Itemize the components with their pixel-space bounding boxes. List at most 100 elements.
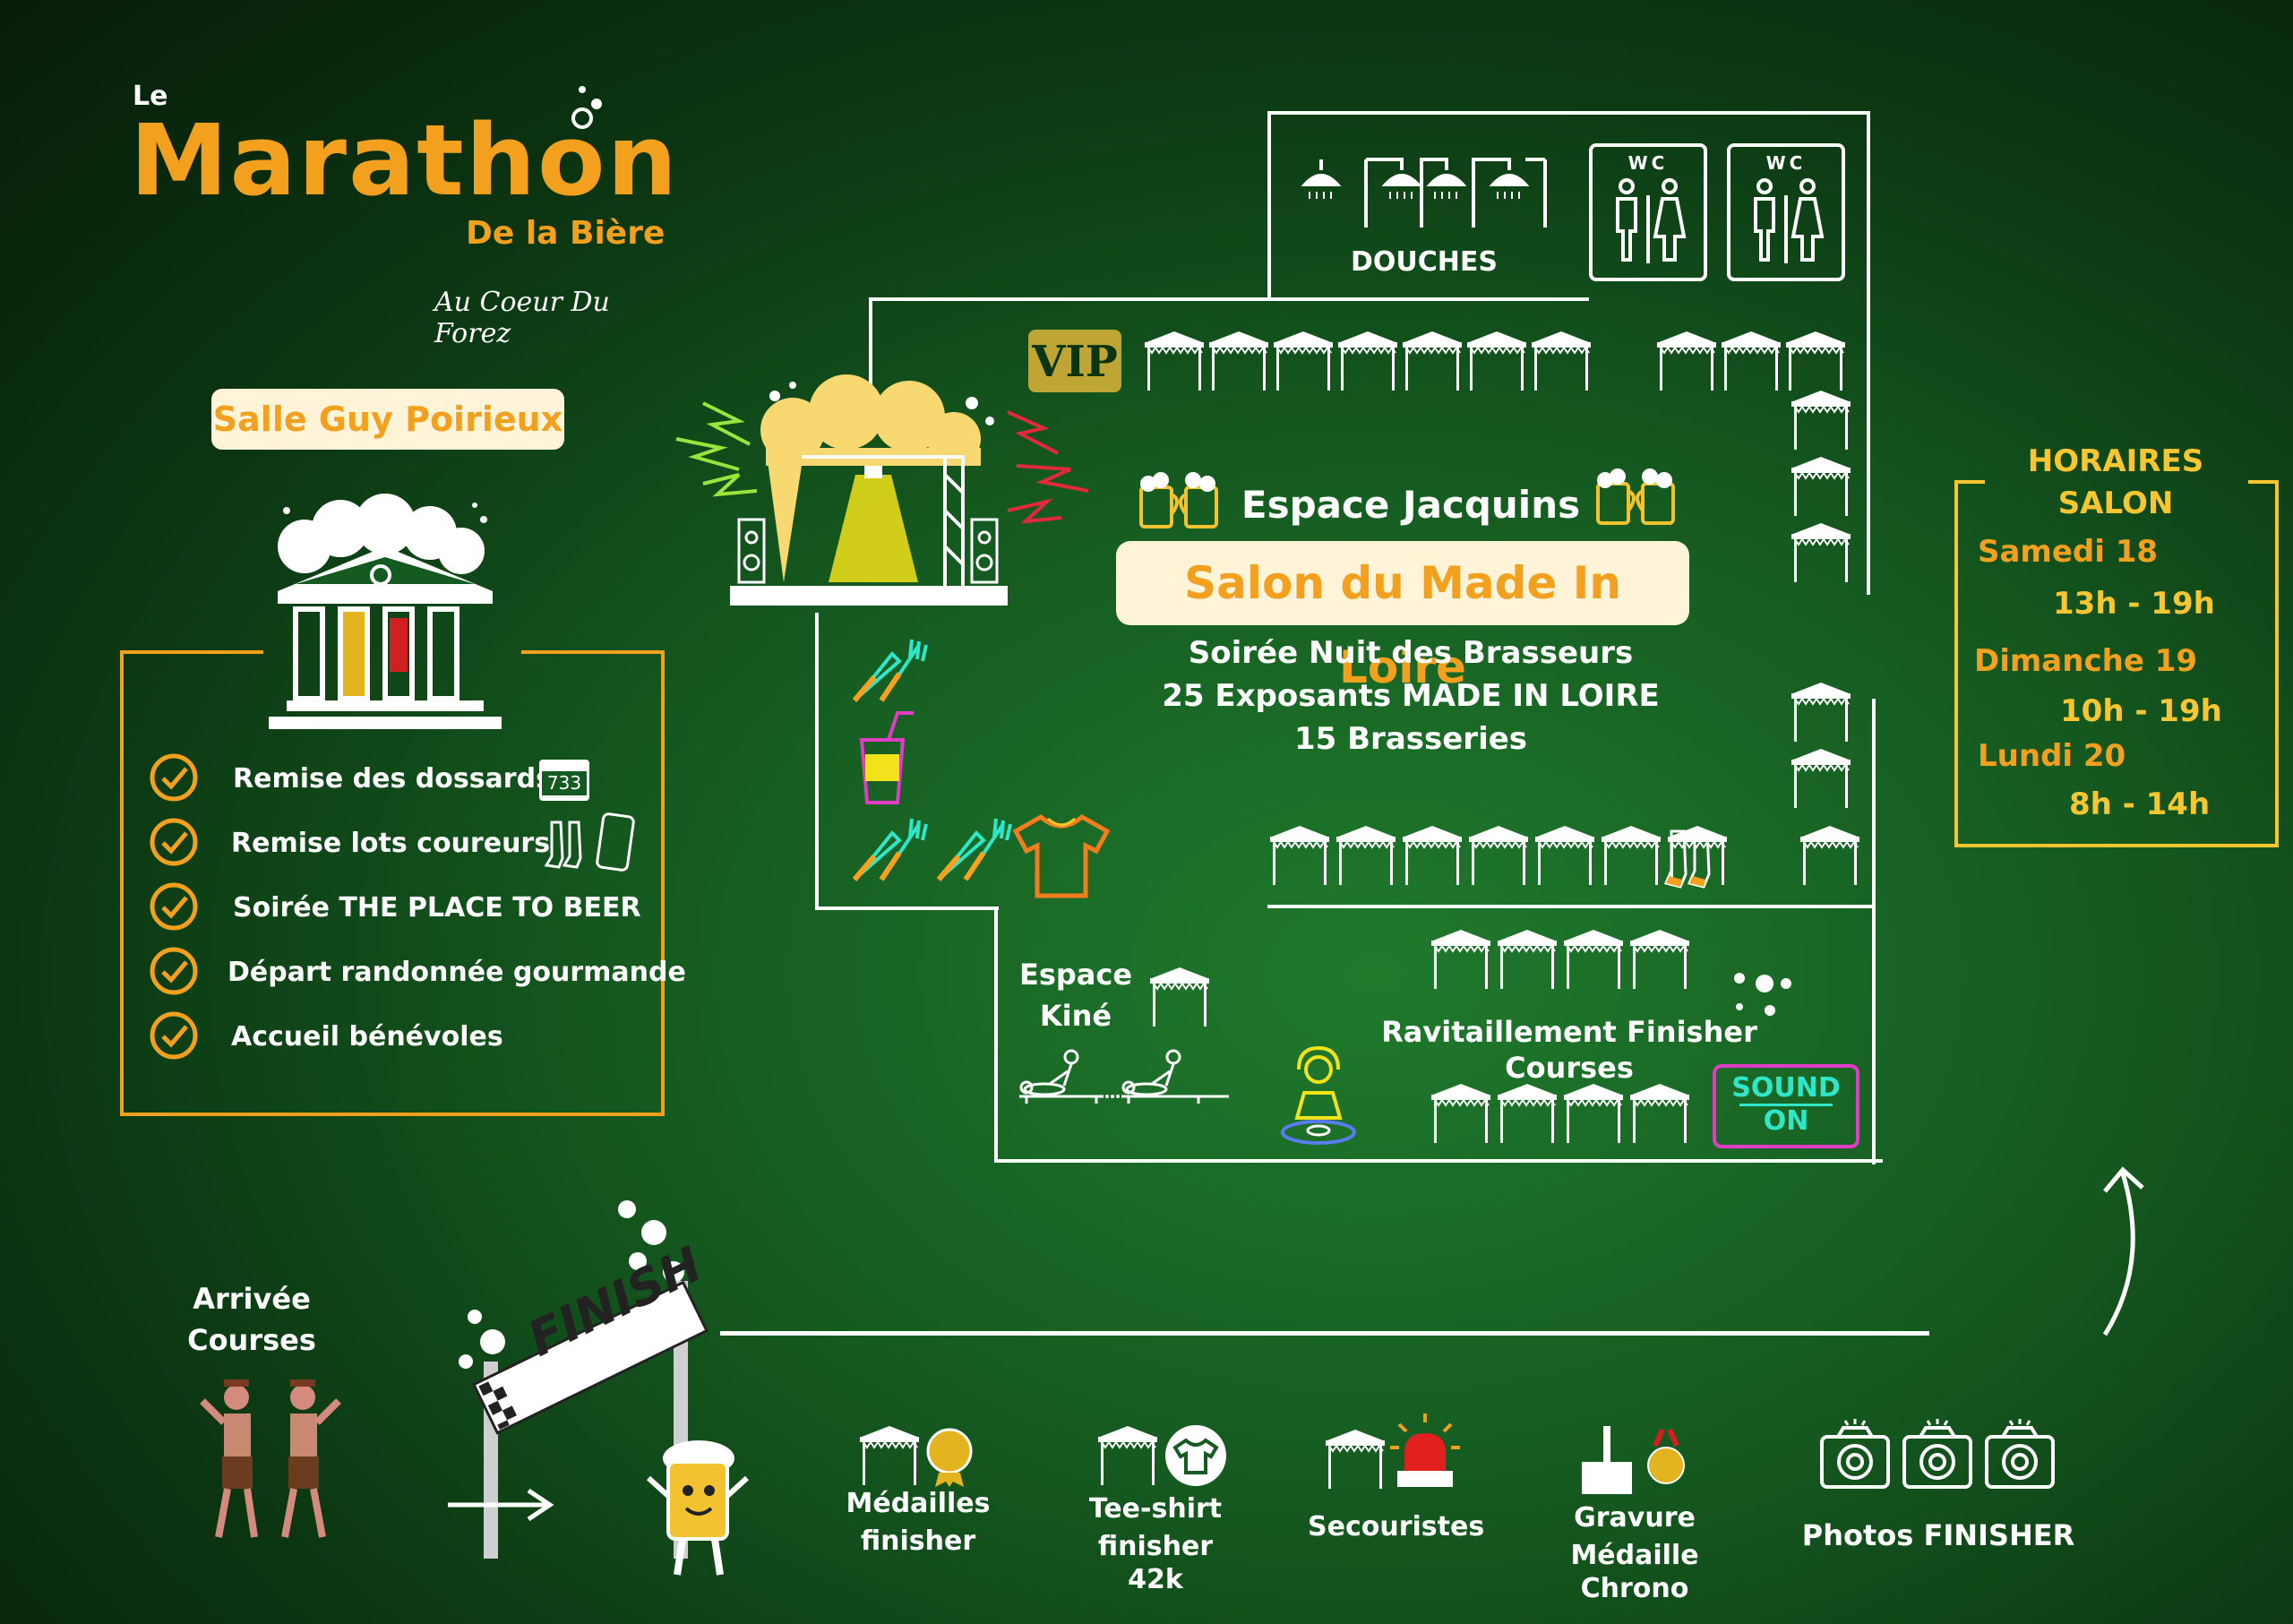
tent-kine — [1149, 967, 1210, 1027]
horaires-day: Dimanche 19 — [1974, 643, 2198, 679]
wall — [815, 907, 999, 910]
salle-item-label: Accueil bénévoles — [231, 1021, 503, 1053]
ravitaillement-label: Ravitaillement Finisher Courses — [1381, 1015, 1757, 1085]
logo: Le Marathon De la Bière Au Coeur Du Fore… — [125, 72, 681, 349]
list-item: Remise lots coureurs — [149, 812, 650, 872]
sound-on-line: ON — [1739, 1104, 1833, 1137]
path-line — [720, 1331, 1929, 1336]
service-label: Gravure Médaille Chrono — [1514, 1501, 1756, 1606]
arrivee-line: Arrivée — [193, 1282, 311, 1316]
horaires-day: Lundi 20 — [1978, 738, 2126, 774]
drink-icon — [859, 711, 914, 804]
tent-column-right — [1791, 390, 1851, 583]
service-line: finisher 42k — [1097, 1530, 1214, 1596]
bib-number-icon: 733 — [539, 760, 589, 801]
service-label: Tee-shirt finisher 42k — [1066, 1492, 1245, 1597]
espace-kine-line: Espace — [1018, 958, 1133, 992]
sound-on-line: SOUND — [1731, 1072, 1841, 1104]
beer-mascot-icon — [646, 1440, 750, 1576]
medal-icon — [926, 1428, 973, 1487]
socks-icon — [1663, 829, 1711, 889]
logo-tagline: Au Coeur Du Forez — [434, 287, 610, 349]
horaires-day: Samedi 18 — [1978, 534, 2159, 570]
shower-icon — [1301, 158, 1547, 228]
wall — [1267, 111, 1271, 299]
espace-kine-label: Espace Kiné — [1018, 957, 1134, 1034]
logo-sub: De la Bière — [466, 215, 666, 252]
wall — [869, 297, 872, 396]
check-circle-icon — [150, 882, 198, 931]
camera-icon — [1820, 1419, 2055, 1489]
restroom-icon — [1754, 178, 1825, 263]
beer-mugs-icon — [1596, 468, 1675, 525]
check-circle-icon — [150, 1011, 198, 1060]
curved-arrow-icon — [2102, 1166, 2144, 1336]
wall — [869, 297, 1589, 301]
tent-row-ravito-bottom — [1430, 1083, 1690, 1144]
tshirt-icon — [1165, 1425, 1226, 1486]
horaires-hours: 13h - 19h — [2053, 586, 2215, 622]
restroom-icon — [1616, 178, 1687, 263]
tent-column-right-lower — [1791, 682, 1851, 809]
salon-detail: 15 Brasseries — [1293, 721, 1528, 757]
horaires-box-top-left — [1954, 480, 1985, 484]
wc-sign: WC — [1589, 143, 1707, 281]
horaires-box — [1954, 480, 2279, 847]
service-line: finisher — [860, 1525, 976, 1557]
bib-number: 733 — [542, 771, 587, 795]
logo-main: Marathon — [130, 103, 679, 218]
tent-row-ravito-top — [1430, 929, 1690, 990]
list-item: Soirée THE PLACE TO BEER — [149, 881, 650, 932]
salle-box-top-right — [521, 650, 665, 654]
wall — [1872, 699, 1876, 1091]
bubbles-icon — [571, 86, 602, 129]
check-circle-icon — [150, 947, 198, 995]
service-line: Tee-shirt — [1088, 1493, 1223, 1525]
bubbles-icon — [1734, 973, 1791, 1016]
wall — [1267, 111, 1868, 115]
sound-on-sign: SOUND ON — [1713, 1064, 1859, 1148]
building-icon — [269, 494, 502, 729]
tshirt-neon-icon — [1012, 813, 1111, 898]
salon-detail: Soirée Nuit des Brasseurs — [1188, 635, 1634, 671]
salle-item-label: Soirée THE PLACE TO BEER — [233, 892, 641, 924]
service-line: Médailles — [846, 1488, 991, 1519]
runners-icon — [200, 1379, 341, 1538]
socks-phone-icon — [544, 812, 635, 872]
horaires-hours: 8h - 14h — [2069, 786, 2211, 822]
salle-box-top-left — [120, 650, 263, 654]
list-item: Remise des dossards 733 — [149, 752, 650, 803]
service-label: Secouristes — [1308, 1511, 1485, 1542]
dj-icon — [1281, 1045, 1356, 1145]
list-item: Accueil bénévoles — [149, 1010, 650, 1061]
wall — [1872, 905, 1876, 1164]
wall — [1267, 905, 1873, 908]
salle-title: Salle Guy Poirieux — [211, 389, 564, 450]
salon-detail: 25 Exposants MADE IN LOIRE — [1162, 678, 1660, 714]
wall — [994, 910, 998, 1161]
horaires-title: HORAIRES SALON — [1981, 443, 2250, 522]
beer-mugs-icon — [1139, 472, 1218, 528]
vip-badge: VIP — [1028, 330, 1121, 392]
service-label: Photos FINISHER — [1801, 1518, 2075, 1552]
horaires-hours: 10h - 19h — [2060, 693, 2222, 729]
service-line: Gravure — [1574, 1502, 1696, 1534]
salon-title: Salon du Made In Loire — [1116, 541, 1689, 693]
list-item: Départ randonnée gourmande — [149, 946, 686, 996]
knife-fork-icon — [852, 818, 928, 881]
logo-le: Le — [133, 81, 168, 112]
tent-row-middle — [1269, 825, 1860, 886]
wc-label: WC — [1627, 152, 1669, 174]
tent-secours — [1325, 1429, 1386, 1490]
wall — [994, 1159, 1883, 1163]
arrivee-line: Courses — [187, 1323, 316, 1357]
check-circle-icon — [150, 818, 198, 866]
knife-fork-icon — [936, 818, 1012, 881]
salle-item-label: Remise lots coureurs — [231, 828, 551, 859]
massage-icon — [1019, 1049, 1229, 1104]
arrivee-label: Arrivée Courses — [176, 1281, 328, 1358]
espace-kine-line: Kiné — [1039, 999, 1112, 1033]
horaires-title-line: SALON — [2057, 485, 2174, 521]
wall — [815, 613, 819, 908]
horaires-box-top-right — [2248, 480, 2279, 484]
